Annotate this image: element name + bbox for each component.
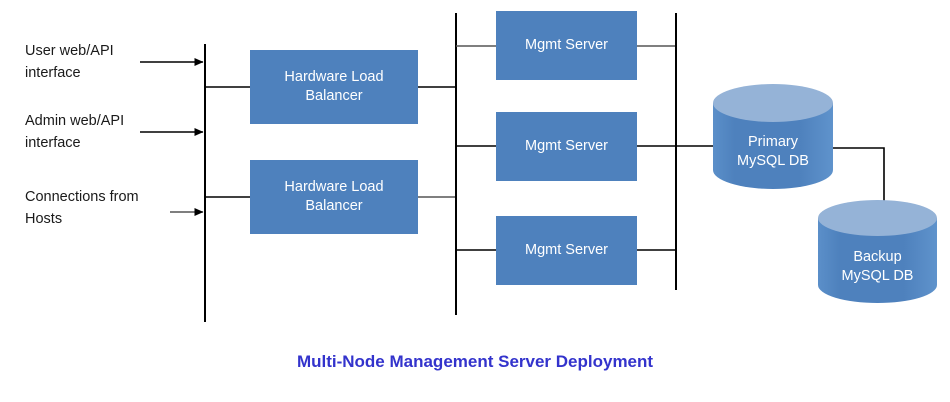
mgmt-server-box-2	[496, 112, 637, 181]
diagram-caption: Multi-Node Management Server Deployment	[296, 352, 654, 371]
input-label-host-connections: Connections from Hosts	[25, 189, 139, 227]
primary-db-cylinder	[713, 84, 833, 189]
mgmt-server-box-1	[496, 11, 637, 80]
input-label-user-web-api: User web/API interface	[25, 43, 114, 81]
mgmt-server-box-3	[496, 216, 637, 285]
load-balancer-box-1	[250, 50, 418, 124]
link-primary-to-backup-db	[833, 147, 885, 217]
backup-db-cylinder	[818, 200, 937, 303]
input-label-admin-web-api: Admin web/API interface	[25, 113, 125, 151]
load-balancer-box-2	[250, 160, 418, 234]
